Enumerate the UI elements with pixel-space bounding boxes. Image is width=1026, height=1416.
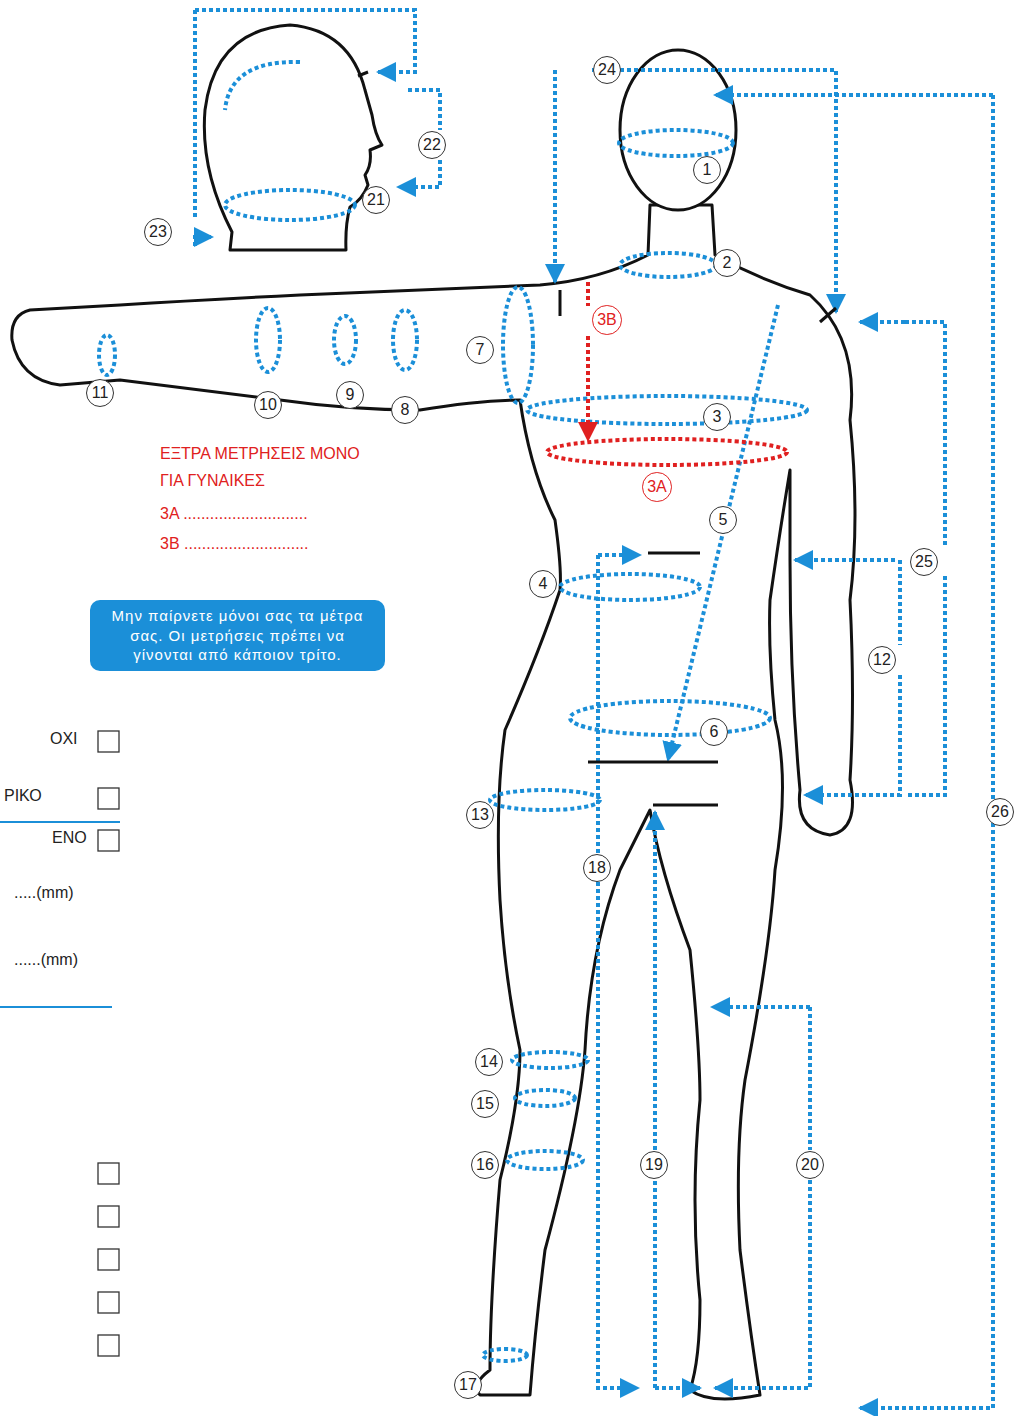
note-text: Μην παίρνετε μόνοι σας τα μέτρα σας. Οι … — [98, 606, 377, 665]
callout-number: 23 — [144, 218, 172, 246]
callout-number: 5 — [709, 506, 737, 534]
callout-number: 15 — [471, 1090, 499, 1118]
head — [620, 50, 736, 210]
callout-number: 22 — [418, 131, 446, 159]
callout-text: 15 — [476, 1095, 494, 1113]
female-measure-lines — [547, 282, 787, 465]
callout-number: 3 — [703, 403, 731, 431]
callout-number: 21 — [362, 186, 390, 214]
callout-text: 23 — [149, 223, 167, 241]
callout-text: 7 — [476, 341, 485, 359]
callout-number: 19 — [640, 1151, 668, 1179]
callout-number: 6 — [700, 718, 728, 746]
callout-text: 24 — [598, 61, 616, 79]
callout-text: 6 — [710, 723, 719, 741]
callout-number: 13 — [466, 801, 494, 829]
callout-text: 10 — [259, 396, 277, 414]
callout-text: 2 — [723, 254, 732, 272]
callout-number: 16 — [471, 1151, 499, 1179]
callout-number: 9 — [336, 381, 364, 409]
form-label: ΟΧΙ — [50, 730, 78, 748]
form-rules — [0, 822, 120, 1007]
callout-number: 3A — [642, 472, 672, 502]
callout-text: 18 — [588, 859, 606, 877]
callout-text: 4 — [539, 575, 548, 593]
callout-text: 19 — [645, 1156, 663, 1174]
callout-text: 14 — [480, 1053, 498, 1071]
callout-number: 20 — [796, 1151, 824, 1179]
callout-text: 9 — [346, 386, 355, 404]
reference-ticks — [358, 72, 836, 805]
callout-number: 17 — [454, 1371, 482, 1399]
callout-number: 26 — [986, 798, 1014, 826]
form-label: ΡΙΚΟ — [4, 787, 42, 805]
callout-number: 10 — [254, 391, 282, 419]
callout-number: 25 — [910, 548, 938, 576]
body-outline — [12, 205, 855, 1399]
callout-text: 3 — [713, 408, 722, 426]
callout-text: 17 — [459, 1376, 477, 1394]
callout-number: 4 — [529, 570, 557, 598]
callout-text: 1 — [703, 161, 712, 179]
callout-text: 26 — [991, 803, 1009, 821]
callout-text: 16 — [476, 1156, 494, 1174]
form-label: ΕΝΟ — [52, 829, 87, 847]
callout-text: 11 — [92, 384, 109, 402]
callout-number: 11 — [86, 379, 114, 407]
callout-number: 24 — [593, 56, 621, 84]
callout-text: 3A — [647, 478, 667, 496]
callout-text: 20 — [801, 1156, 819, 1174]
callout-number: 8 — [391, 396, 419, 424]
callout-number: 14 — [475, 1048, 503, 1076]
callout-text: 5 — [719, 511, 728, 529]
callout-text: 3B — [597, 311, 617, 329]
checkboxes — [98, 731, 119, 1356]
callout-number: 12 — [868, 646, 896, 674]
callout-number: 2 — [713, 249, 741, 277]
callout-text: 12 — [873, 651, 891, 669]
callout-text: 21 — [367, 191, 385, 209]
callout-text: 13 — [471, 806, 489, 824]
form-label: ΕΞΤΡΑ ΜΕΤΡΗΣΕΙΣ ΜΟΝΟ ΓΙΑ ΓΥΝΑΙΚΕΣ — [160, 440, 360, 494]
callout-number: 3B — [592, 305, 622, 335]
form-label: ......(mm) — [14, 951, 78, 969]
callout-number: 7 — [466, 336, 494, 364]
callout-text: 22 — [423, 136, 441, 154]
form-label: 3Α ............................ — [160, 505, 308, 523]
form-label: 3Β ............................ — [160, 535, 308, 553]
form-label: .....(mm) — [14, 884, 74, 902]
callout-text: 25 — [915, 553, 933, 571]
note-box: Μην παίρνετε μόνοι σας τα μέτρα σας. Οι … — [90, 600, 385, 671]
head-profile — [204, 25, 382, 250]
measure-lines — [99, 10, 993, 1408]
callout-text: 8 — [401, 401, 410, 419]
callout-number: 1 — [693, 156, 721, 184]
callout-number: 18 — [583, 854, 611, 882]
